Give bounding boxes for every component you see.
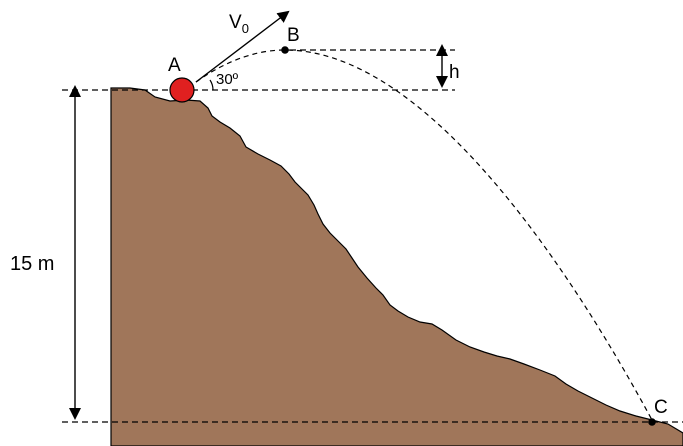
velocity-subscript: 0 <box>242 21 249 36</box>
velocity-symbol: V <box>229 12 242 33</box>
label-velocity: V0 <box>229 12 249 36</box>
label-h: h <box>449 62 460 83</box>
hill-terrain <box>110 87 683 446</box>
point-b-dot <box>281 46 289 54</box>
label-a: A <box>168 55 181 76</box>
velocity-arrow <box>195 10 290 83</box>
label-hill-height: 15 m <box>10 253 54 275</box>
label-c: C <box>654 397 668 418</box>
point-c-dot <box>648 418 656 426</box>
ball <box>169 77 195 103</box>
label-angle: 30º <box>216 71 239 88</box>
label-b: B <box>287 25 300 46</box>
angle-arc <box>209 79 214 91</box>
trajectory-path <box>195 49 653 421</box>
